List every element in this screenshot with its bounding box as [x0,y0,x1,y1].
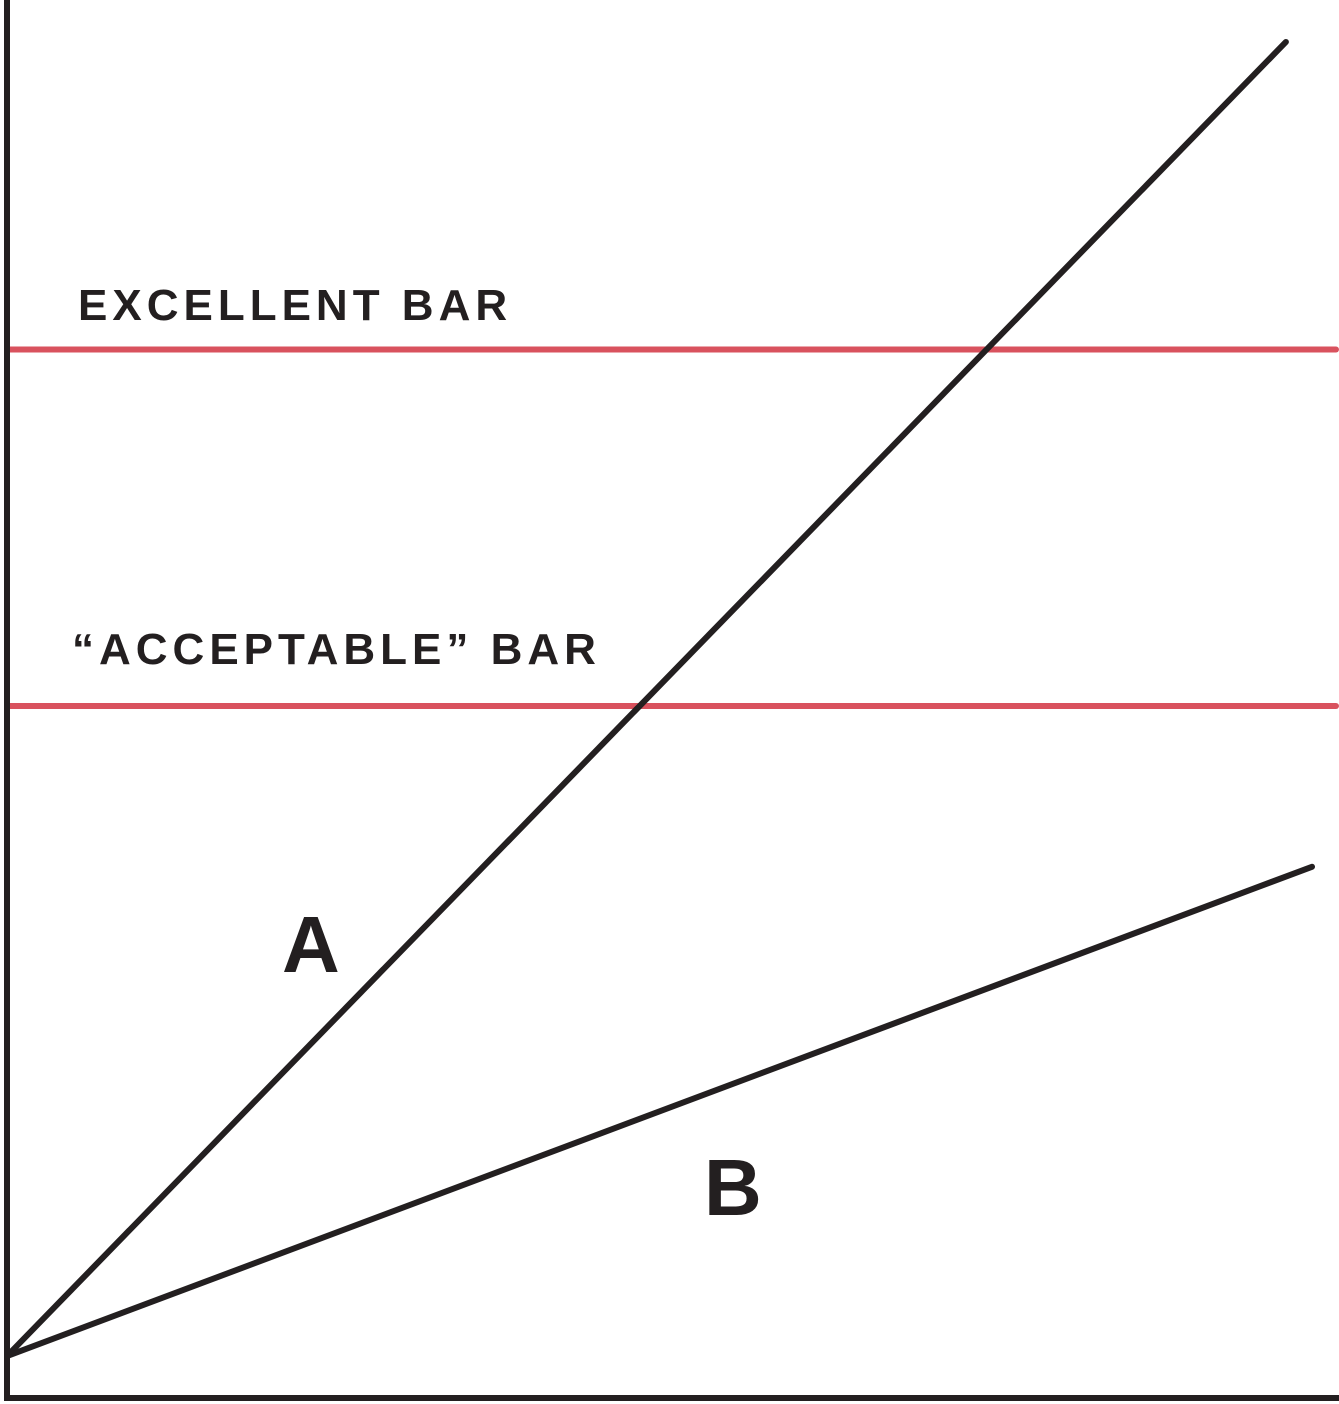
series-label-a: A [282,900,340,989]
series-lines [4,38,1315,1360]
series-label-b: B [704,1143,762,1232]
reference-label-acceptable: “ACCEPTABLE” BAR [72,625,601,674]
series-line-b [4,863,1315,1360]
reference-lines [4,346,1339,709]
series-line-a [4,38,1289,1360]
reference-label-excellent: EXCELLENT BAR [78,281,512,330]
